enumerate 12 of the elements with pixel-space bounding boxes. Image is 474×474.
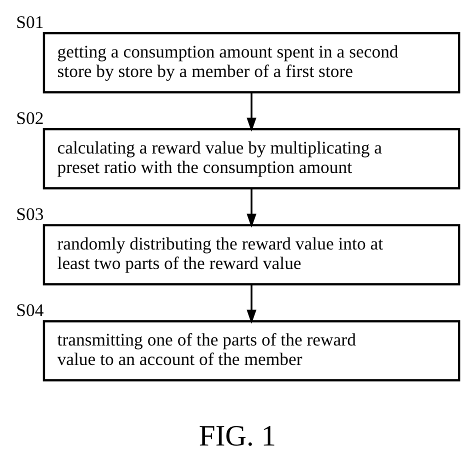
arrow: [246, 92, 256, 132]
node-box: getting a consumption amount spent in a second store by store by a member of a first store: [42, 32, 460, 94]
node-label: S04: [16, 300, 44, 320]
node-box: calculating a reward value by multiplicating a preset ratio with the consumption amount: [42, 128, 460, 190]
node-label: S02: [16, 108, 44, 128]
node-label: S01: [16, 12, 44, 32]
node-label: S03: [16, 204, 44, 224]
caption: FIG. 1: [198, 420, 276, 452]
node-box: transmitting one of the parts of the reward value to an account of the member: [42, 320, 460, 382]
arrow: [246, 284, 256, 324]
node-box: randomly distributing the reward value into at least two parts of the reward value: [42, 224, 460, 286]
arrow: [246, 188, 256, 228]
